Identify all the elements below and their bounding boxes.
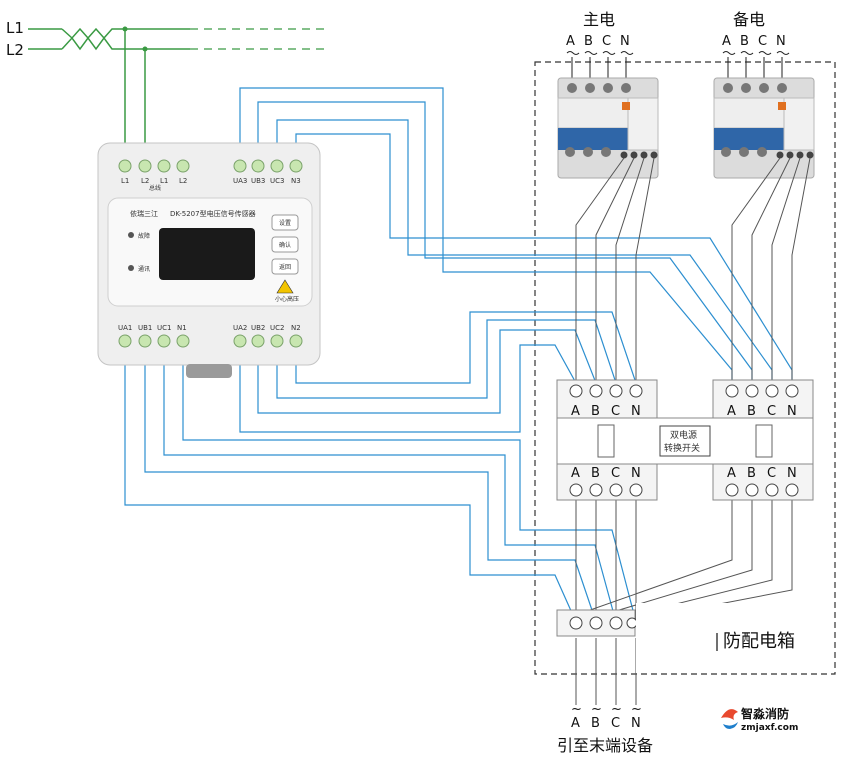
blue-wires-top	[239, 87, 793, 383]
svg-text:UA2: UA2	[233, 324, 247, 332]
svg-text:B: B	[740, 34, 749, 49]
svg-text:B: B	[584, 34, 593, 49]
svg-text:确认: 确认	[279, 241, 291, 249]
svg-text:B: B	[591, 716, 600, 731]
svg-text:N: N	[776, 34, 786, 49]
svg-text:UB3: UB3	[251, 177, 265, 185]
svg-text:A: A	[727, 466, 736, 481]
svg-text:N: N	[631, 466, 641, 481]
svg-text:L2: L2	[141, 177, 149, 185]
set-button[interactable]: 设置	[271, 214, 299, 231]
svg-text:N1: N1	[177, 324, 187, 332]
bottom-terminals: UA1 UB1 UC1 N1 UA2 UB2 UC2 N2	[118, 324, 303, 348]
svg-text:~: ~	[591, 702, 602, 717]
svg-text:N: N	[620, 34, 630, 49]
flame-logo-icon	[721, 709, 738, 720]
main-source-phases: A B C N	[566, 34, 630, 49]
svg-text:N: N	[787, 404, 797, 419]
warning-label: 小心高压	[275, 295, 299, 303]
svg-text:N: N	[631, 404, 641, 419]
svg-text:~: ~	[631, 702, 642, 717]
ats-label-line1: 双电源	[670, 429, 697, 441]
svg-text:C: C	[611, 466, 620, 481]
bus-l1-label: L1	[6, 19, 24, 37]
ats-phase-labels: A B C N A B C N A B C N A B C N	[571, 404, 797, 481]
sensor-brand: 依瑞三江	[130, 209, 158, 218]
svg-text:C: C	[758, 34, 767, 49]
svg-text:C: C	[602, 34, 611, 49]
voltage-sensor-device: L1 L2 L1 L2 UA3 UB3 UC3 N3 总线 依瑞三江 DK-52…	[97, 142, 321, 378]
backup-source-phases: A B C N	[722, 34, 786, 49]
main-breaker	[557, 77, 659, 179]
svg-text:N3: N3	[291, 177, 301, 185]
confirm-button[interactable]: 确认	[271, 236, 299, 253]
warning-icon	[276, 279, 294, 294]
led-comm-label: 通讯	[138, 265, 150, 273]
bus-lines: L1 L2	[6, 19, 330, 162]
distribution-box-outline	[534, 61, 836, 675]
svg-text:UB1: UB1	[138, 324, 152, 332]
svg-text:UA1: UA1	[118, 324, 132, 332]
svg-text:B: B	[591, 404, 600, 419]
watermark-name: 智淼消防	[740, 706, 789, 721]
watermark-url: zmjaxf.com	[741, 723, 798, 733]
svg-text:L1: L1	[160, 177, 168, 185]
svg-text:C: C	[611, 716, 620, 731]
svg-text:A: A	[566, 34, 575, 49]
svg-text:A: A	[571, 466, 580, 481]
svg-text:A: A	[727, 404, 736, 419]
svg-text:返回: 返回	[279, 264, 291, 271]
svg-text:A: A	[571, 404, 580, 419]
output-terminal-block	[556, 609, 638, 637]
svg-text:~: ~	[571, 702, 582, 717]
svg-text:~: ~	[611, 702, 622, 717]
svg-text:N2: N2	[291, 324, 301, 332]
source-tilde-marks	[566, 51, 790, 90]
main-source-title: 主电	[583, 10, 615, 29]
svg-text:UC3: UC3	[270, 177, 284, 185]
ats-label-line2: 转换开关	[664, 442, 700, 454]
bus-l2-label: L2	[6, 41, 24, 59]
svg-text:B: B	[747, 466, 756, 481]
svg-text:B: B	[591, 466, 600, 481]
svg-text:UA3: UA3	[233, 177, 247, 185]
svg-text:UC1: UC1	[157, 324, 171, 332]
svg-text:A: A	[722, 34, 731, 49]
svg-text:A: A	[571, 716, 580, 731]
output-title: 引至末端设备	[557, 736, 653, 755]
svg-text:C: C	[767, 466, 776, 481]
backup-breaker	[713, 77, 815, 179]
sensor-model: DK-5207型电压信号传感器	[170, 209, 256, 218]
svg-text:UC2: UC2	[270, 324, 284, 332]
backup-source-title: 备电	[733, 10, 765, 29]
svg-text:C: C	[767, 404, 776, 419]
led-fault-label: 故障	[138, 232, 150, 240]
svg-text:B: B	[747, 404, 756, 419]
bus-label: 总线	[149, 184, 161, 192]
svg-text:设置: 设置	[279, 219, 291, 227]
sensor-display	[159, 228, 255, 280]
output-phases: ~ ~ ~ ~ A B C N	[571, 702, 642, 731]
top-terminals: L1 L2 L1 L2 UA3 UB3 UC3 N3 总线	[118, 159, 303, 192]
ats-switch: 双电源 转换开关 A B C N A B C N A B C N A B C N	[556, 379, 814, 501]
distribution-box-label: 防配电箱	[723, 631, 795, 652]
svg-text:L2: L2	[179, 177, 187, 185]
svg-text:N: N	[787, 466, 797, 481]
svg-text:UB2: UB2	[251, 324, 265, 332]
svg-text:C: C	[611, 404, 620, 419]
svg-text:L1: L1	[121, 177, 129, 185]
gray-wires	[575, 157, 811, 705]
watermark: 智淼消防 zmjaxf.com	[721, 706, 798, 733]
svg-text:N: N	[631, 716, 641, 731]
back-button[interactable]: 返回	[271, 258, 299, 275]
